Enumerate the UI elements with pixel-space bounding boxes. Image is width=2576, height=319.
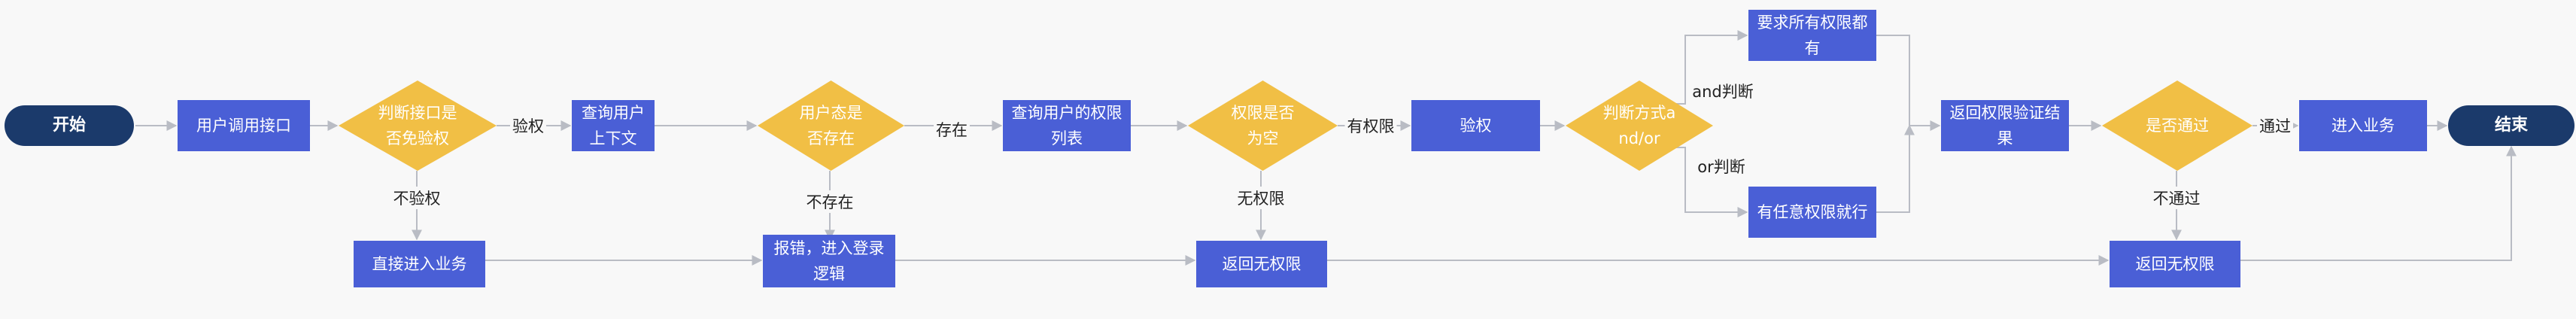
judge-mode-label: 判断方式and/or	[1602, 104, 1676, 147]
edge-label-not-exists: 不存在	[803, 190, 856, 213]
check-free-label: 判断接口是否免验权	[378, 104, 457, 147]
query-perm-process: 查询用户的权限列表	[1003, 100, 1131, 151]
call-api-process: 用户调用接口	[178, 100, 310, 151]
auth-process: 验权	[1411, 100, 1540, 151]
edge-label-or-judge: or判断	[1695, 155, 1748, 178]
edge-need-all-to-result	[1876, 35, 1941, 131]
edge-label-exists: 存在	[934, 118, 970, 141]
error-login-process: 报错，进入登录逻辑	[763, 235, 895, 287]
check-empty-decision: 权限是否为空	[1188, 81, 1338, 171]
check-login-decision: 用户态是否存在	[758, 81, 904, 171]
edge-label-and-judge: and判断	[1690, 80, 1756, 102]
check-pass-label: 是否通过	[2146, 117, 2209, 135]
enter-biz-process: 进入业务	[2299, 100, 2427, 151]
check-free-decision: 判断接口是否免验权	[339, 81, 497, 171]
query-ctx-process: 查询用户上下文	[572, 100, 655, 151]
no-perm-1-process: 返回无权限	[1196, 241, 1327, 287]
no-perm-2-process: 返回无权限	[2110, 241, 2240, 287]
edge-any-one-to-result	[1876, 124, 1915, 213]
edge-bottom-return-to-end-4	[2240, 145, 2517, 261]
edge-label-pass: 通过	[2257, 114, 2293, 137]
return-result-process: 返回权限验证结果	[1941, 100, 2069, 151]
need-all-process: 要求所有权限都有	[1748, 10, 1876, 61]
edge-label-verify: 验权	[510, 114, 546, 137]
check-login-label: 用户态是否存在	[799, 104, 863, 147]
check-pass-decision: 是否通过	[2102, 81, 2252, 171]
edge-label-has-perm: 有权限	[1344, 114, 1397, 137]
start-terminal: 开始	[5, 105, 134, 146]
direct-enter-process: 直接进入业务	[354, 241, 485, 287]
judge-mode-decision: 判断方式and/or	[1566, 81, 1713, 171]
edge-label-no-perm: 无权限	[1235, 187, 1287, 209]
edge-label-no-verify: 不验权	[390, 187, 443, 209]
any-one-process: 有任意权限就行	[1748, 187, 1876, 238]
check-empty-label: 权限是否为空	[1231, 104, 1295, 147]
edge-label-not-pass: 不通过	[2150, 187, 2203, 209]
end-terminal: 结束	[2448, 105, 2574, 146]
